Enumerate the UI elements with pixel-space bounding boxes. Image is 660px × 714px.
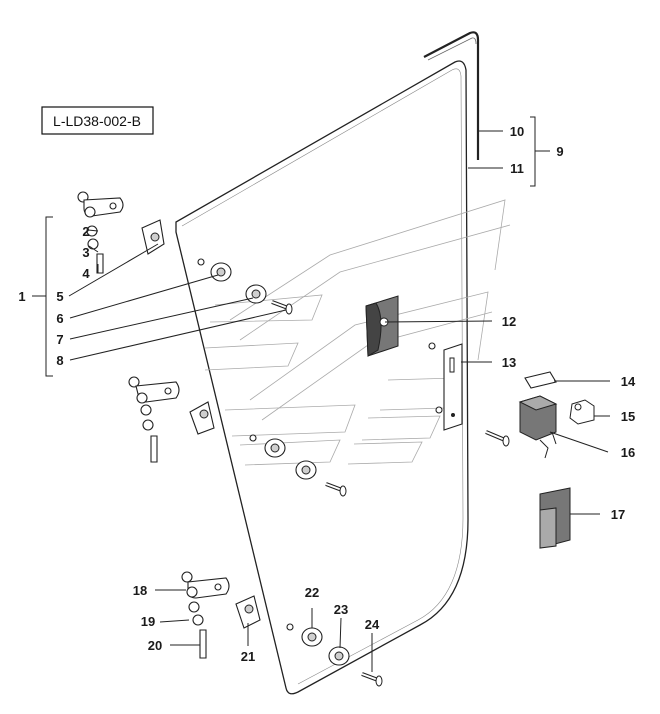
- latch-plate: [443, 343, 463, 431]
- callout-11: 11: [510, 161, 524, 176]
- hinge-group-top: [77, 191, 165, 274]
- callout-8: 8: [56, 353, 63, 368]
- callout-24: 24: [365, 617, 380, 632]
- callout-6: 6: [56, 311, 63, 326]
- callout-1: 1: [18, 289, 25, 304]
- callout-15: 15: [621, 409, 635, 424]
- seal-pad: [539, 487, 571, 549]
- glass-hole: [435, 406, 443, 414]
- callout-23: 23: [334, 602, 348, 617]
- glass-hole: [286, 623, 294, 631]
- callout-22: 22: [305, 585, 319, 600]
- seal-strip: [423, 31, 480, 160]
- washers-upper: [210, 262, 293, 315]
- callout-10: 10: [510, 124, 524, 139]
- callout-21: 21: [241, 649, 255, 664]
- door-glass-panel: [175, 60, 511, 695]
- glass-hole: [428, 342, 436, 350]
- callout-17: 17: [611, 507, 625, 522]
- door-switch: [518, 395, 558, 459]
- callout-19: 19: [141, 614, 155, 629]
- callout-13: 13: [502, 355, 516, 370]
- leader-lines: [32, 116, 610, 672]
- diagram-code-box: L-LD38-002-B: [41, 106, 154, 135]
- callout-3: 3: [82, 245, 89, 260]
- callout-12: 12: [502, 314, 516, 329]
- hinge-group-bottom: [181, 571, 383, 687]
- callout-labels: 1 2 3 4 5 6 7 8 9 10 11 12 13 14 15 16 1…: [18, 124, 636, 664]
- callout-18: 18: [133, 583, 147, 598]
- callout-4: 4: [82, 266, 90, 281]
- label-sticker: [524, 371, 557, 389]
- bolt: [485, 430, 510, 447]
- hinge-group-middle: [128, 376, 347, 497]
- callout-14: 14: [621, 374, 636, 389]
- clip: [569, 399, 595, 425]
- callout-2: 2: [82, 224, 89, 239]
- callout-5: 5: [56, 289, 63, 304]
- callout-9: 9: [556, 144, 563, 159]
- callout-20: 20: [148, 638, 162, 653]
- glass-hole: [197, 258, 205, 266]
- handle-bracket: [365, 295, 399, 357]
- glass-hole: [249, 434, 257, 442]
- callout-16: 16: [621, 445, 635, 460]
- callout-7: 7: [56, 332, 63, 347]
- diagram-code: L-LD38-002-B: [53, 113, 141, 129]
